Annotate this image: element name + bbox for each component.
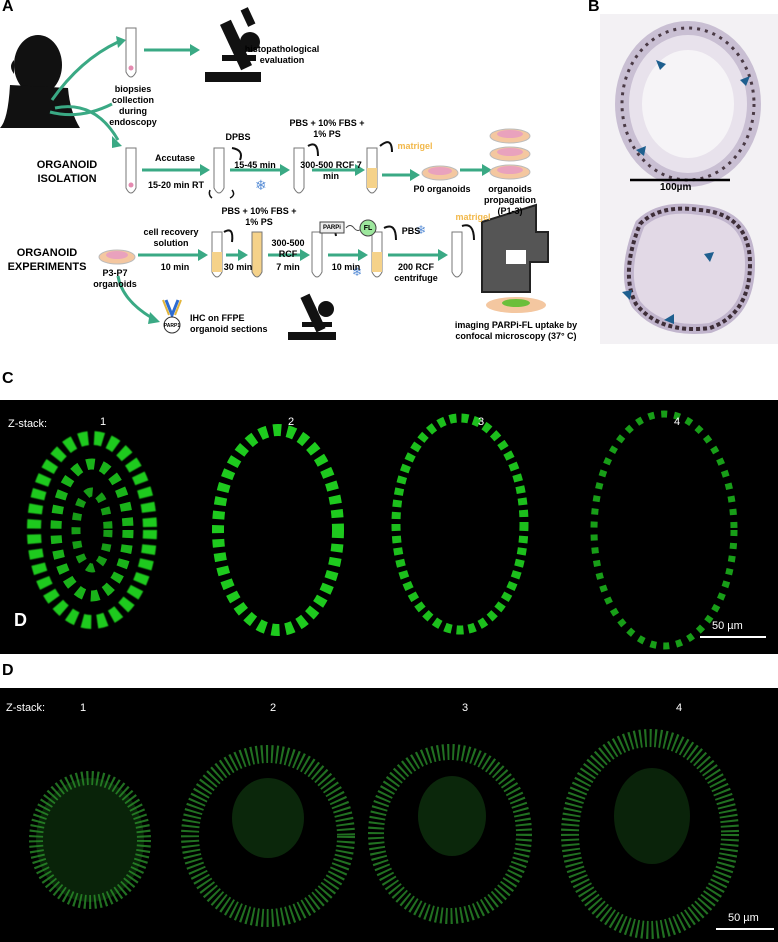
rcf-2-label: 300-500 RCF: [271, 238, 305, 259]
snowflake-icon: ❄: [255, 177, 267, 193]
p3-p7-label: P3-P7 organoids: [93, 268, 137, 289]
imaging-label: imaging PARPi-FL uptake by confocal micr…: [454, 320, 578, 341]
slice-number: 4: [676, 702, 683, 714]
ihc-histology-image: [600, 14, 778, 344]
slice-number: 4: [674, 416, 681, 428]
fl-label: FL: [363, 225, 373, 232]
organoid-isolation-label: ORGANOID ISOLATION: [36, 159, 98, 185]
pbs-fbs-label: PBS + 10% FBS + 1% PS: [289, 118, 365, 139]
time-7-label: 7 min: [276, 262, 300, 272]
inset-letter: D: [14, 610, 27, 630]
accutase-label: Accutase: [154, 153, 196, 163]
scale-bar-label: 50 µm: [712, 620, 743, 632]
zstack-label: Z-stack:: [6, 702, 46, 714]
workflow-diagram: ❄ ❄ ❄: [0, 7, 549, 340]
propagation-label: organoids propagation (P1-3): [484, 184, 536, 216]
organoid-experiments-label: ORGANOID EXPERIMENTS: [7, 247, 87, 273]
panel-d-letter: D: [2, 662, 14, 679]
pbs-fbs-2-label: PBS + 10% FBS + 1% PS: [221, 206, 297, 227]
recovery-time-label: 10 min: [160, 262, 190, 272]
histopathology-label: histopathological evaluation: [244, 44, 320, 65]
panel-b-letter: B: [588, 0, 600, 15]
time-30-label: 30 min: [223, 262, 253, 272]
zstack-label: Z-stack:: [8, 418, 48, 430]
antibody-icon: [162, 299, 182, 334]
dpbs-time-label: 15-45 min: [234, 160, 276, 170]
confocal-panel-c: Z-stack: 1 2 3 4 D 50 µm: [0, 400, 778, 654]
accutase-time-label: 15-20 min RT: [147, 180, 205, 190]
panel-c-letter: C: [2, 370, 14, 387]
scale-bar-label: 50 µm: [728, 912, 759, 924]
scale-bar-label: 100µm: [660, 182, 692, 193]
dpbs-label: DPBS: [225, 132, 251, 142]
svg-text:❄: ❄: [416, 223, 426, 237]
person-head-icon: [0, 35, 80, 128]
microscope-icon: [205, 7, 261, 82]
parpi-label: PARPi: [323, 225, 341, 231]
slice-number: 1: [80, 702, 87, 714]
slice-number: 3: [462, 702, 469, 714]
slice-number: 1: [100, 416, 107, 428]
slice-number: 2: [270, 702, 277, 714]
slice-number: 3: [478, 416, 485, 428]
centrifuge-label: 200 RCF centrifuge: [394, 262, 438, 283]
scale-bar: [716, 928, 774, 930]
svg-text:❄: ❄: [352, 265, 362, 279]
time-10-label: 10 min: [331, 262, 361, 272]
confocal-microscope-icon: [481, 203, 549, 313]
p0-organoids-label: P0 organoids: [413, 184, 471, 194]
scale-bar: [700, 636, 766, 638]
panel-a-letter: A: [2, 0, 14, 15]
recovery-label: cell recovery solution: [143, 227, 199, 248]
matrigel-label: matrigel: [397, 141, 433, 151]
matrigel-2-label: matrigel: [455, 212, 491, 222]
confocal-panel-d: Z-stack: 1 2 3 4 50 µm: [0, 688, 778, 942]
microscope-icon: [288, 293, 336, 340]
tube-icon: [125, 27, 137, 78]
parp-tag-label: PARP1: [163, 323, 181, 329]
pbs-label: PBS: [401, 226, 421, 236]
rcf-label: 300-500 RCF 7 min: [300, 160, 362, 181]
ihc-label: IHC on FFPE organoid sections: [190, 313, 268, 334]
biopsy-label: biopsies collection during endoscopy: [109, 84, 157, 127]
slice-number: 2: [288, 416, 295, 428]
